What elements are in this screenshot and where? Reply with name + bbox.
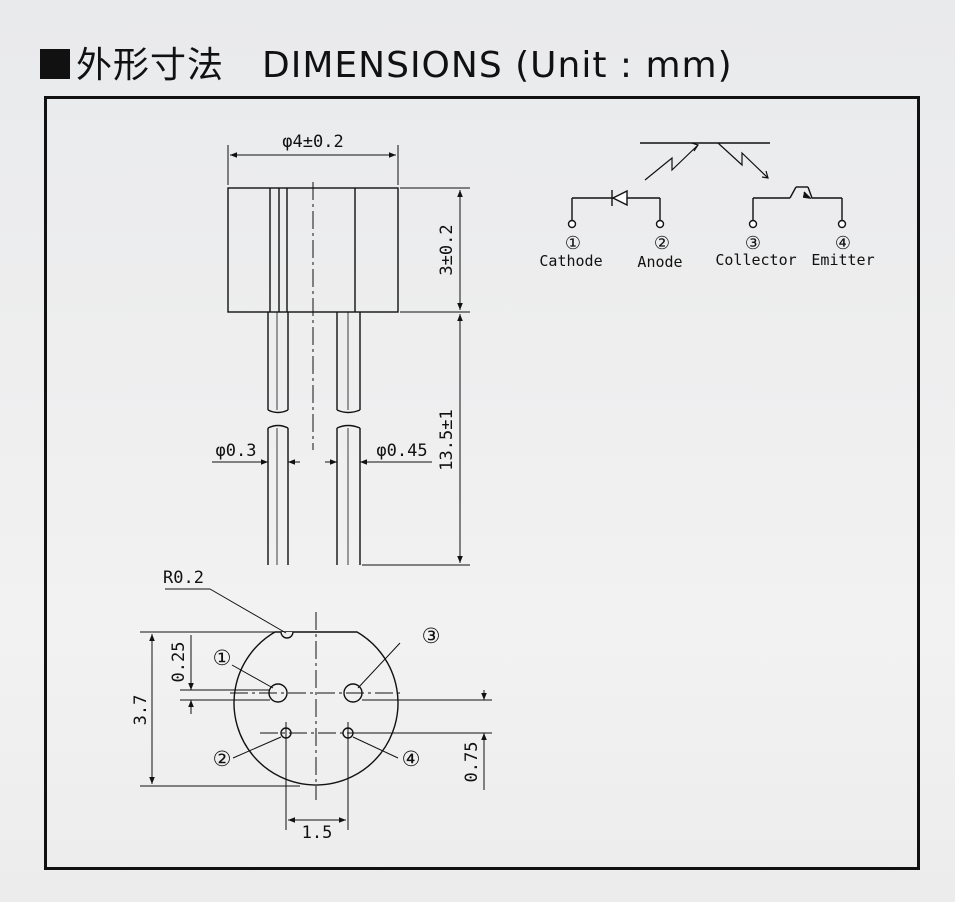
pin-name-anode: Anode: [637, 253, 682, 271]
bottom-outline: [233, 631, 399, 786]
dim-overall-height: 3.7: [131, 695, 151, 726]
dim-lead-length: 13.5±1: [437, 409, 457, 470]
pin-number-3: ③: [745, 233, 761, 254]
bottom-view: [140, 588, 492, 830]
pin-number-4: ④: [835, 233, 851, 254]
pin-number-2: ②: [654, 233, 670, 254]
dim-lead-small: φ0.3: [216, 441, 257, 461]
pin-marker-3: ③: [422, 624, 441, 648]
dim-pin-pitch: 1.5: [302, 823, 333, 843]
dim-radius: R0.2: [163, 568, 204, 588]
pin-name-collector: Collector: [715, 251, 796, 269]
dim-body-diameter: φ4±0.2: [282, 132, 343, 152]
dim-pin-offset: 0.75: [462, 742, 482, 783]
pin-name-cathode: Cathode: [539, 252, 602, 270]
side-view: [212, 145, 470, 566]
pin-marker-4: ④: [402, 747, 421, 771]
drawing-frame: [44, 96, 920, 870]
title-jp: 外形寸法: [76, 45, 225, 86]
dim-lead-large: φ0.45: [376, 441, 427, 461]
pin-number-1: ①: [565, 233, 581, 254]
pin-marker-1: ①: [213, 646, 232, 670]
pin-name-emitter: Emitter: [811, 251, 874, 269]
page-title: 外形寸法 DIMENSIONS (Unit : mm): [40, 36, 733, 88]
square-bullet-icon: [40, 49, 70, 79]
title-unit: (Unit : mm): [515, 45, 733, 86]
dim-notch-offset: 0.25: [169, 642, 189, 683]
pin-marker-2: ②: [213, 747, 232, 771]
title-en: DIMENSIONS: [262, 45, 503, 86]
dim-body-height: 3±0.2: [437, 224, 457, 275]
schematic: [567, 142, 847, 229]
